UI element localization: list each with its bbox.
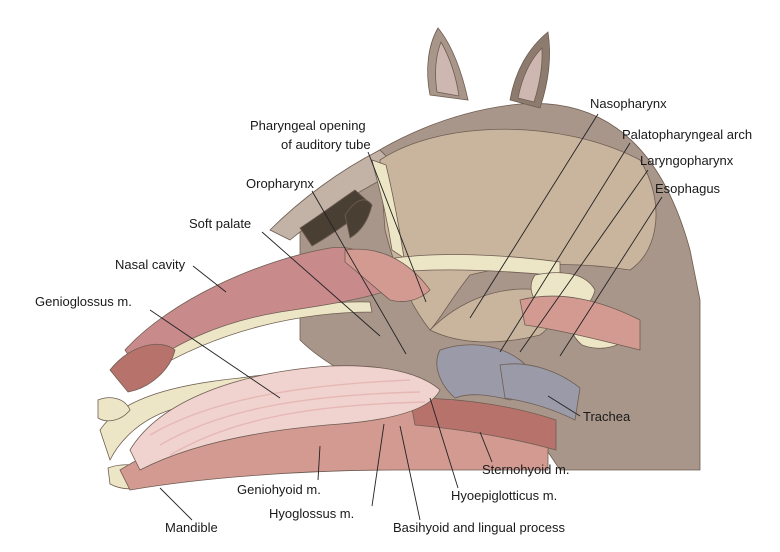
ear-left-inner bbox=[435, 41, 460, 97]
ear-right-inner bbox=[517, 47, 543, 103]
nasal-vestibule bbox=[109, 343, 176, 393]
tongue-stripes bbox=[149, 379, 426, 456]
leader-nasopharynx bbox=[469, 113, 599, 319]
pharynx-cavity bbox=[379, 128, 657, 331]
leader-genioglossus bbox=[149, 309, 281, 399]
leader-hyoglossus bbox=[371, 423, 385, 507]
label-basihyoid: Basihyoid and lingual process bbox=[393, 520, 565, 535]
leader-soft-palate bbox=[261, 231, 381, 337]
leader-esophagus bbox=[559, 196, 663, 357]
labels: Nasopharynx Pharyngeal opening of audito… bbox=[35, 96, 752, 535]
tongue bbox=[129, 365, 441, 471]
trachea-tube bbox=[499, 363, 581, 421]
label-genioglossus: Genioglossus m. bbox=[35, 294, 132, 309]
leader-nasal-cavity bbox=[192, 265, 227, 293]
label-sternohyoid: Sternohyoid m. bbox=[482, 462, 569, 477]
label-geniohyoid: Geniohyoid m. bbox=[237, 482, 321, 497]
label-trachea: Trachea bbox=[583, 409, 631, 424]
leader-mandible bbox=[159, 487, 193, 521]
label-oropharynx: Oropharynx bbox=[246, 176, 314, 191]
label-esophagus: Esophagus bbox=[655, 181, 721, 196]
label-hyoepiglotticus: Hyoepiglotticus m. bbox=[451, 488, 557, 503]
leader-geniohyoid bbox=[317, 445, 321, 481]
label-nasopharynx: Nasopharynx bbox=[590, 96, 667, 111]
leader-trachea bbox=[547, 395, 581, 417]
leader-sternohyoid bbox=[479, 431, 493, 463]
label-laryngopharynx: Laryngopharynx bbox=[640, 153, 734, 168]
leader-oropharynx bbox=[311, 190, 407, 355]
leader-basihyoid bbox=[399, 425, 421, 521]
leader-laryngopharynx bbox=[519, 169, 649, 353]
leader-lines bbox=[149, 113, 663, 521]
leader-hyoepiglotticus bbox=[429, 397, 459, 489]
label-soft-palate: Soft palate bbox=[189, 216, 251, 231]
label-pharyngeal-opening-1: Pharyngeal opening bbox=[250, 118, 366, 133]
soft-palate-tissue bbox=[344, 248, 431, 302]
incisor-upper bbox=[97, 397, 131, 422]
label-pharyngeal-opening-2: of auditory tube bbox=[281, 137, 371, 152]
label-nasal-cavity: Nasal cavity bbox=[115, 257, 186, 272]
leader-palatopharyngeal-arch bbox=[499, 142, 631, 353]
sternohyoid-muscle bbox=[409, 397, 557, 451]
leader-pharyngeal-opening bbox=[367, 151, 427, 303]
label-palatopharyngeal-arch: Palatopharyngeal arch bbox=[622, 127, 752, 142]
label-mandible: Mandible bbox=[165, 520, 218, 535]
sphenoid-sinus bbox=[344, 199, 373, 239]
label-hyoglossus: Hyoglossus m. bbox=[269, 506, 354, 521]
